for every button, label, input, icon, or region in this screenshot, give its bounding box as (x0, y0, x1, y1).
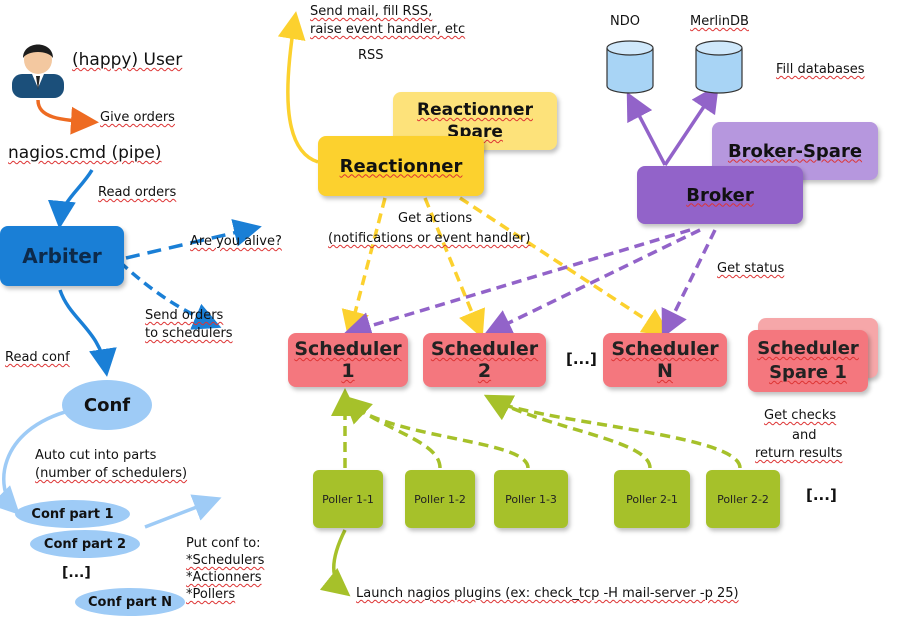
merlindb-label: MerlinDB (690, 14, 749, 29)
read-orders-label: Read orders (98, 185, 177, 200)
put-conf-actionners: *Actionners (186, 570, 262, 585)
arbiter-box[interactable]: Arbiter (0, 226, 124, 286)
arrow-poller22-to-sched2 (494, 400, 742, 469)
arrow-arbiter-to-conf (58, 289, 117, 377)
conf-node[interactable]: Conf (62, 380, 152, 430)
arrow-conf-auto-cut (0, 408, 73, 515)
reactionner-spare-line1: Reactionner (417, 100, 533, 120)
arrow-arbiter-alive (125, 219, 262, 260)
user-icon (12, 44, 64, 98)
launch-plugins-label: Launch nagios plugins (ex: check_tcp -H … (356, 586, 739, 601)
put-conf-schedulers: *Schedulers (186, 553, 265, 568)
poller-1-2[interactable]: Poller 1-2 (405, 470, 475, 528)
send-mail-label: Send mail, fill RSS, (310, 4, 433, 19)
get-actions-label: Get actions (398, 211, 473, 226)
user-label: (happy) User (72, 50, 183, 70)
conf-part-1[interactable]: Conf part 1 (15, 500, 130, 528)
auto-cut-sub-label: (number of schedulers) (35, 466, 188, 481)
pipe-label: nagios.cmd (pipe) (8, 143, 162, 163)
arrow-put-conf (144, 494, 222, 529)
arrow-broker-to-ndo (626, 91, 667, 166)
return-results-label: return results (755, 446, 843, 461)
broker-box[interactable]: Broker (637, 166, 803, 224)
are-you-alive-label: Are you alive? (190, 234, 282, 249)
arrow-poller-launch (319, 529, 351, 597)
get-actions-sub-label: (notifications or event handler) (328, 231, 531, 246)
arrow-reactionner-to-schedN (459, 196, 671, 336)
put-conf-label: Put conf to: (186, 536, 261, 551)
rss-label: RSS (358, 48, 384, 63)
arrow-arbiter-send-orders (118, 260, 222, 330)
conf-part-n[interactable]: Conf part N (75, 588, 185, 616)
arrow-broker-to-schedN (661, 229, 717, 339)
poller-ellipsis: [...] (806, 486, 837, 504)
fill-databases-label: Fill databases (776, 62, 865, 77)
merlindb-database-icon (695, 40, 743, 94)
scheduler-spare-line2: Spare 1 (769, 362, 847, 383)
raise-event-label: raise event handler, etc (310, 22, 466, 37)
scheduler-1[interactable]: Scheduler 1 (288, 333, 408, 387)
scheduler-spare-box[interactable]: Scheduler Spare 1 (748, 330, 868, 392)
arrow-poller13-to-sched1 (348, 403, 530, 469)
get-status-label: Get status (717, 261, 785, 276)
auto-cut-label: Auto cut into parts (35, 448, 157, 463)
send-orders-label: Send orders (145, 308, 224, 323)
poller-2-2[interactable]: Poller 2-2 (706, 470, 780, 528)
scheduler-2[interactable]: Scheduler 2 (423, 333, 546, 387)
arrow-pipe-to-arbiter (47, 169, 94, 229)
scheduler-spare-line1: Scheduler (757, 338, 859, 359)
to-schedulers-label: to schedulers (145, 326, 233, 341)
give-orders-label: Give orders (100, 110, 175, 125)
arrow-broker-to-sched1 (343, 228, 691, 340)
poller-1-1[interactable]: Poller 1-1 (313, 470, 383, 528)
arrow-reactionner-to-sched2 (423, 197, 485, 339)
ndo-label: NDO (610, 14, 640, 29)
get-checks-and-label: and (792, 428, 817, 443)
reactionner-box[interactable]: Reactionner (318, 136, 484, 196)
conf-part-ellipsis: [...] (62, 565, 91, 581)
scheduler-ellipsis: [...] (566, 350, 597, 368)
ndo-database-icon (606, 40, 654, 94)
arrow-poller21-to-sched2 (483, 394, 652, 469)
poller-2-1[interactable]: Poller 2-1 (614, 470, 690, 528)
arrow-user-to-pipe (36, 99, 99, 135)
put-conf-pollers: *Pollers (186, 587, 236, 602)
arrow-reactionner-to-sched1 (341, 197, 387, 339)
conf-part-2[interactable]: Conf part 2 (30, 530, 140, 558)
arrow-broker-to-sched2 (483, 228, 701, 336)
read-conf-label: Read conf (5, 350, 70, 365)
arrow-reactionner-to-rss (277, 11, 319, 164)
poller-1-3[interactable]: Poller 1-3 (494, 470, 568, 528)
get-checks-label: Get checks (764, 408, 837, 423)
arrow-broker-to-merlindb (663, 84, 719, 166)
scheduler-n[interactable]: Scheduler N (603, 333, 727, 387)
